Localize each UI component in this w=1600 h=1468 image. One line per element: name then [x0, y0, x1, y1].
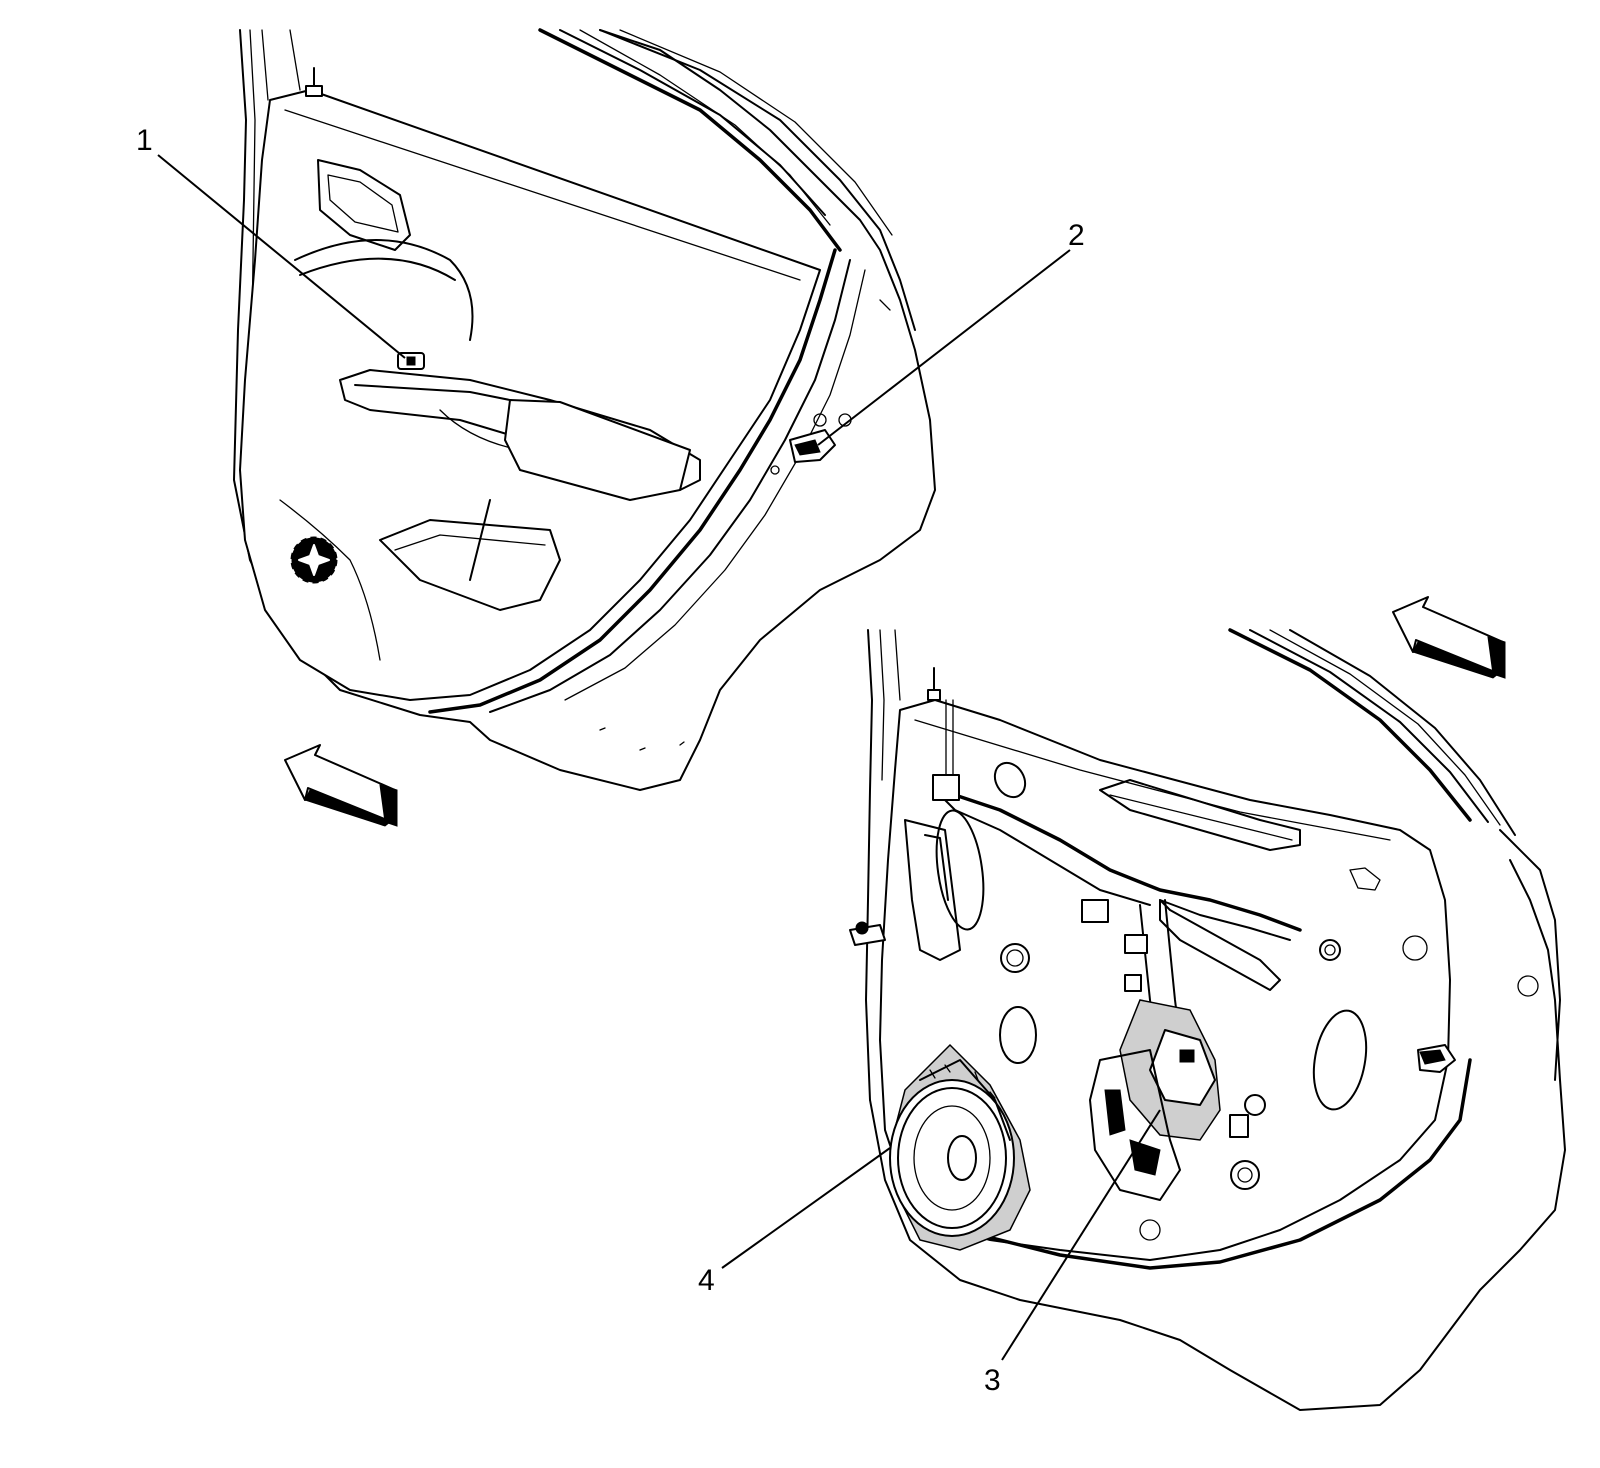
- callout-1-label: 1: [136, 124, 153, 157]
- speaker-grille-icon: [290, 536, 338, 584]
- forward-arrow-icon: [284, 744, 398, 827]
- callout-2-leader: [817, 249, 1071, 446]
- callout-3-label: 3: [984, 1364, 1001, 1397]
- callout-3-leader: [1001, 1109, 1161, 1361]
- forward-arrow-icon: [1392, 596, 1506, 679]
- callout-1-leader: [157, 154, 406, 359]
- door-trim-panel-view: [233, 28, 936, 791]
- window-regulator-motor: [1089, 999, 1249, 1201]
- callout-4-leader: [721, 1147, 891, 1269]
- door-inner-panel-view: [849, 628, 1566, 1411]
- callout-4-label: 4: [698, 1264, 715, 1297]
- callout-2-label: 2: [1068, 219, 1085, 252]
- door-speaker: [889, 1043, 1031, 1251]
